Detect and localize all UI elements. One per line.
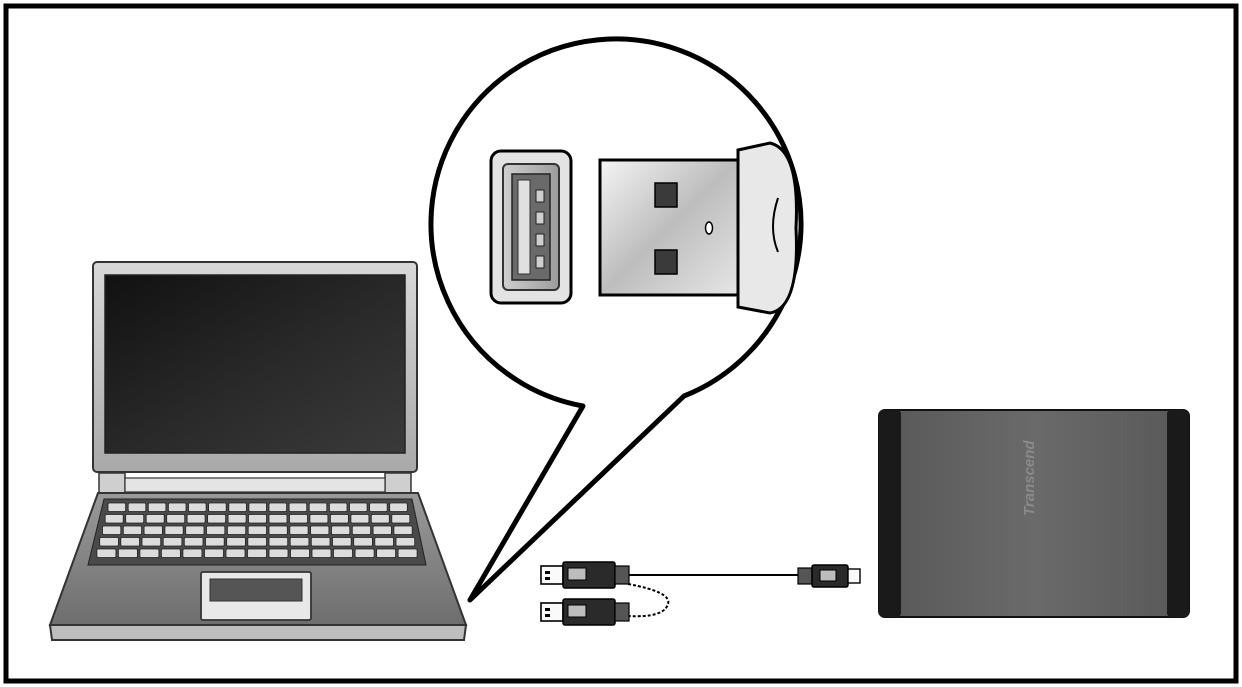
keyboard-key	[143, 525, 163, 535]
keyboard-key	[397, 548, 418, 558]
keyboard-key	[350, 514, 370, 524]
keyboard-key	[247, 548, 267, 558]
keyboard-key	[164, 525, 184, 535]
keyboard-key	[309, 514, 329, 524]
cable-plug-lower	[540, 598, 630, 626]
keyboard-key	[99, 537, 119, 547]
keyboard-key	[127, 502, 147, 512]
keyboard-key	[204, 548, 224, 558]
keyboard-key	[248, 502, 267, 512]
keyboard-key	[311, 548, 332, 558]
keyboard-key	[226, 537, 246, 547]
keyboard-key	[141, 537, 162, 547]
keyboard-key	[247, 537, 267, 547]
hinge-bar	[124, 477, 386, 493]
keyboard-key	[102, 525, 122, 535]
keyboard-key	[96, 548, 117, 558]
keyboard-key	[332, 537, 352, 547]
keyboard-key	[395, 537, 416, 547]
keyboard-key	[268, 537, 289, 547]
keyboard-key	[289, 537, 310, 547]
keyboard-key	[310, 537, 331, 547]
keyboard-key	[333, 548, 353, 558]
keyboard-key	[248, 514, 267, 524]
keyboard-key	[290, 548, 310, 558]
keyboard-key	[162, 537, 183, 547]
laptop-front-edge	[48, 624, 468, 641]
keyboard-key	[354, 548, 375, 558]
keyboard-key	[120, 537, 140, 547]
usb-port	[489, 149, 573, 305]
keyboard-key	[228, 502, 247, 512]
usb-plug	[598, 141, 798, 315]
zoom-callout	[428, 36, 804, 603]
keyboard-key	[207, 514, 227, 524]
keyboard-key	[185, 525, 205, 535]
keyboard-key	[372, 525, 392, 535]
keyboard-key	[331, 525, 351, 535]
keyboard-key	[226, 525, 247, 535]
keyboard-key	[104, 514, 124, 524]
keyboard-key	[268, 548, 289, 558]
keyboard-key	[186, 514, 206, 524]
keyboard-key	[182, 548, 203, 558]
keyboard-key	[206, 525, 226, 535]
keyboard-key	[268, 525, 288, 535]
keyboard-key	[268, 514, 288, 524]
keyboard-key	[183, 537, 204, 547]
keyboard-key	[125, 514, 145, 524]
keyboard-key	[167, 502, 187, 512]
keyboard-key	[351, 525, 371, 535]
keyboard-key	[391, 514, 411, 524]
keyboard-key	[268, 502, 288, 512]
keyboard-key	[205, 537, 225, 547]
keyboard-key	[329, 514, 349, 524]
keyboard-key	[289, 514, 308, 524]
keyboard-key	[353, 537, 373, 547]
keyboard-key	[139, 548, 160, 558]
plug-contact-bottom	[654, 249, 678, 275]
laptop	[48, 261, 468, 641]
laptop-screen	[104, 274, 406, 454]
keyboard-key	[349, 502, 368, 512]
keyboard-key	[145, 514, 165, 524]
cable-plug-upper	[540, 561, 630, 589]
keyboard-key	[369, 502, 388, 512]
keyboard-key	[389, 502, 408, 512]
keyboard-key	[308, 502, 328, 512]
keyboard-key	[374, 537, 394, 547]
hinge-right	[384, 472, 412, 494]
hinge-left	[98, 472, 126, 494]
keyboard-key	[147, 502, 167, 512]
keyboard-key	[107, 502, 127, 512]
usb-y-cable	[540, 561, 861, 626]
touchpad-surface	[209, 578, 303, 602]
keyboard-key	[310, 525, 330, 535]
keyboard-key	[393, 525, 413, 535]
keyboard-key	[227, 514, 247, 524]
external-hard-drive: Transcend	[878, 409, 1190, 618]
keyboard-key	[188, 502, 207, 512]
keyboard-key	[225, 548, 246, 558]
keyboard-key	[370, 514, 390, 524]
keyboard-key	[376, 548, 397, 558]
keyboard-key	[122, 525, 143, 535]
keyboard-key	[328, 502, 348, 512]
cable-plug-drive	[797, 564, 861, 588]
keyboard-key	[208, 502, 227, 512]
keyboard-key	[118, 548, 138, 558]
keyboard-key	[288, 502, 308, 512]
keyboard-key	[247, 525, 267, 535]
keyboard-key	[160, 548, 181, 558]
drive-brand-logo: Transcend	[1021, 440, 1038, 516]
keyboard-keys	[96, 502, 418, 558]
keyboard-key	[289, 525, 309, 535]
keyboard-key	[166, 514, 186, 524]
plug-contact-top	[654, 182, 678, 208]
